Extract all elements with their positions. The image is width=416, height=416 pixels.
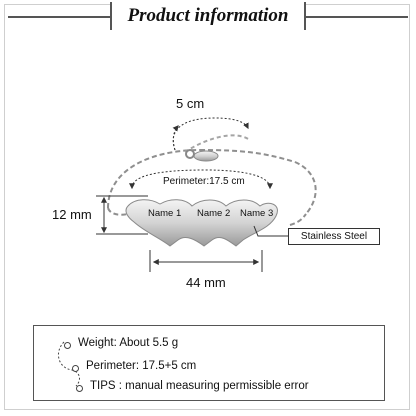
height-label: 12 mm <box>52 207 92 222</box>
heart-name-2: Name 2 <box>197 208 231 219</box>
page-title: Product information <box>127 5 289 26</box>
info-perimeter: Perimeter: 17.5+5 cm <box>86 360 197 372</box>
info-tips: TIPS : manual measuring permissible erro… <box>90 380 309 392</box>
perimeter-label: Perimeter:17.5 cm <box>163 176 245 187</box>
bullet-icon <box>64 342 71 349</box>
heart-name-1: Name 1 <box>148 208 182 219</box>
title-rule-right <box>306 16 408 18</box>
title-box: Product information <box>110 2 306 30</box>
title-rule-left <box>8 16 110 18</box>
info-box <box>33 325 385 401</box>
info-weight: Weight: About 5.5 g <box>78 337 179 349</box>
extension-arrow <box>172 117 249 151</box>
title-banner: Product information <box>0 2 416 32</box>
height-dimension <box>96 195 148 235</box>
width-dimension <box>149 250 263 272</box>
material-tag: Stainless Steel <box>288 228 380 245</box>
info-weight-row: Weight: About 5.5 g <box>64 337 179 349</box>
bullet-icon <box>76 385 83 392</box>
info-tips-row: TIPS : manual measuring permissible erro… <box>76 380 309 392</box>
heart-name-3: Name 3 <box>240 208 274 219</box>
perimeter-arrow <box>129 169 273 190</box>
bullet-icon <box>72 365 79 372</box>
heart-plate <box>125 199 278 247</box>
extension-label: 5 cm <box>176 96 205 111</box>
info-perimeter-row: Perimeter: 17.5+5 cm <box>72 360 197 372</box>
material-label: Stainless Steel <box>300 231 368 242</box>
width-label: 44 mm <box>186 275 226 290</box>
clasp <box>185 149 219 162</box>
material-leader <box>253 225 288 237</box>
